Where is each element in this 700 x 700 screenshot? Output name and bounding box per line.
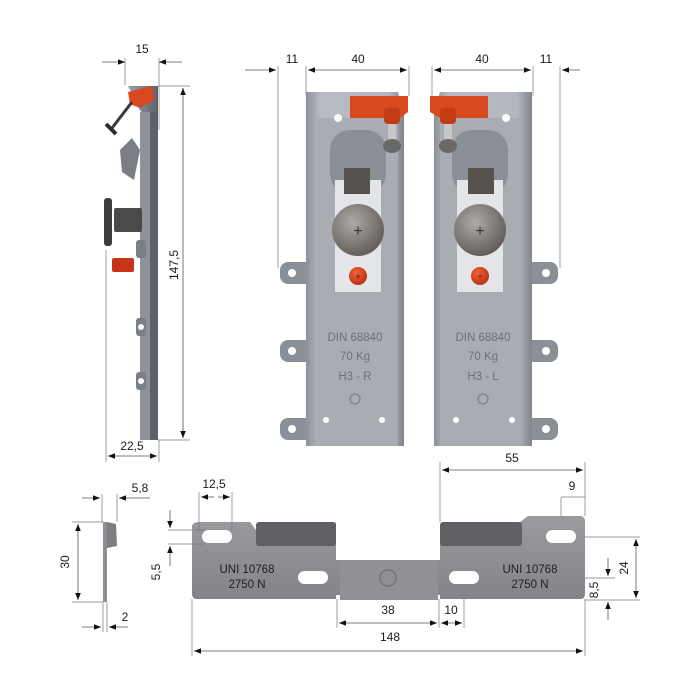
plate-right-label-line2: 2750 N (511, 579, 548, 591)
dim-total-width: 148 (380, 630, 400, 644)
dim-plate-height: 30 (58, 555, 72, 569)
plate-right-label-line1: UNI 10768 (503, 564, 558, 576)
slot-hole (449, 571, 479, 584)
stamp-l-line1: DIN 68840 (456, 332, 511, 344)
slot-hole (202, 530, 232, 543)
dim-total-height: 24 (617, 561, 631, 575)
dim-right-offset: 11 (540, 52, 553, 66)
slot-hole (298, 571, 328, 584)
dim-left-offset: 11 (286, 52, 299, 66)
red-dowel-icon (112, 258, 134, 272)
front-view-right-bracket: 11 40 + + DIN 68840 70 Kg H3 - R (245, 52, 410, 446)
plate-left-label-line1: UNI 10768 (220, 564, 275, 576)
slot-hole (546, 530, 576, 543)
plate-left-label-line2: 2750 N (228, 579, 265, 591)
red-adjust-screw-icon (471, 267, 489, 285)
dim-half-width: 55 (505, 451, 519, 465)
svg-text:+: + (475, 223, 484, 240)
cam-screw-icon (332, 204, 384, 256)
orange-clip-icon (430, 96, 488, 118)
logo-icon (477, 393, 489, 405)
logo-icon (349, 393, 361, 405)
svg-text:+: + (353, 223, 362, 240)
screw-head-icon (439, 139, 457, 153)
dim-slot-height: 5,5 (149, 563, 163, 580)
dim-slot-bottom: 8,5 (587, 581, 601, 598)
dim-side-height: 147,5 (167, 250, 181, 280)
stamp-l-line3: H3 - L (467, 371, 499, 383)
screw-head-icon (383, 139, 401, 153)
dim-step: 10 (444, 603, 458, 617)
svg-text:+: + (477, 272, 483, 283)
plate-front-view: UNI 10768 2750 N UNI 10768 2750 N 12,5 5… (149, 451, 640, 656)
cam-bolt-icon (114, 208, 142, 232)
stamp-r-line2: 70 Kg (340, 351, 370, 363)
dim-side-top-width: 15 (135, 42, 149, 56)
logo-icon (379, 569, 397, 587)
dim-left-width: 40 (351, 52, 365, 66)
orange-clip-icon (128, 86, 154, 108)
side-view: 15 147,5 22,5 (102, 42, 190, 462)
dim-right-width: 40 (475, 52, 489, 66)
stamp-r-line3: H3 - R (338, 371, 371, 383)
dim-plate-thickness: 2 (122, 610, 129, 624)
cam-screw-icon (454, 204, 506, 256)
front-view-left-bracket: 40 11 + + DIN 68840 70 Kg H3 - L (430, 52, 580, 446)
dim-side-bottom-width: 22,5 (120, 439, 144, 453)
dim-slot-width: 12,5 (202, 477, 226, 491)
dim-center-width: 38 (381, 603, 395, 617)
dim-plate-flange: 5,8 (132, 481, 149, 495)
stamp-l-line2: 70 Kg (468, 351, 498, 363)
stamp-r-line1: DIN 68840 (328, 332, 383, 344)
svg-text:+: + (355, 272, 361, 283)
dim-slot-edge: 9 (569, 479, 576, 493)
plate-side-view: 5,8 30 2 (58, 481, 150, 632)
red-adjust-screw-icon (349, 267, 367, 285)
